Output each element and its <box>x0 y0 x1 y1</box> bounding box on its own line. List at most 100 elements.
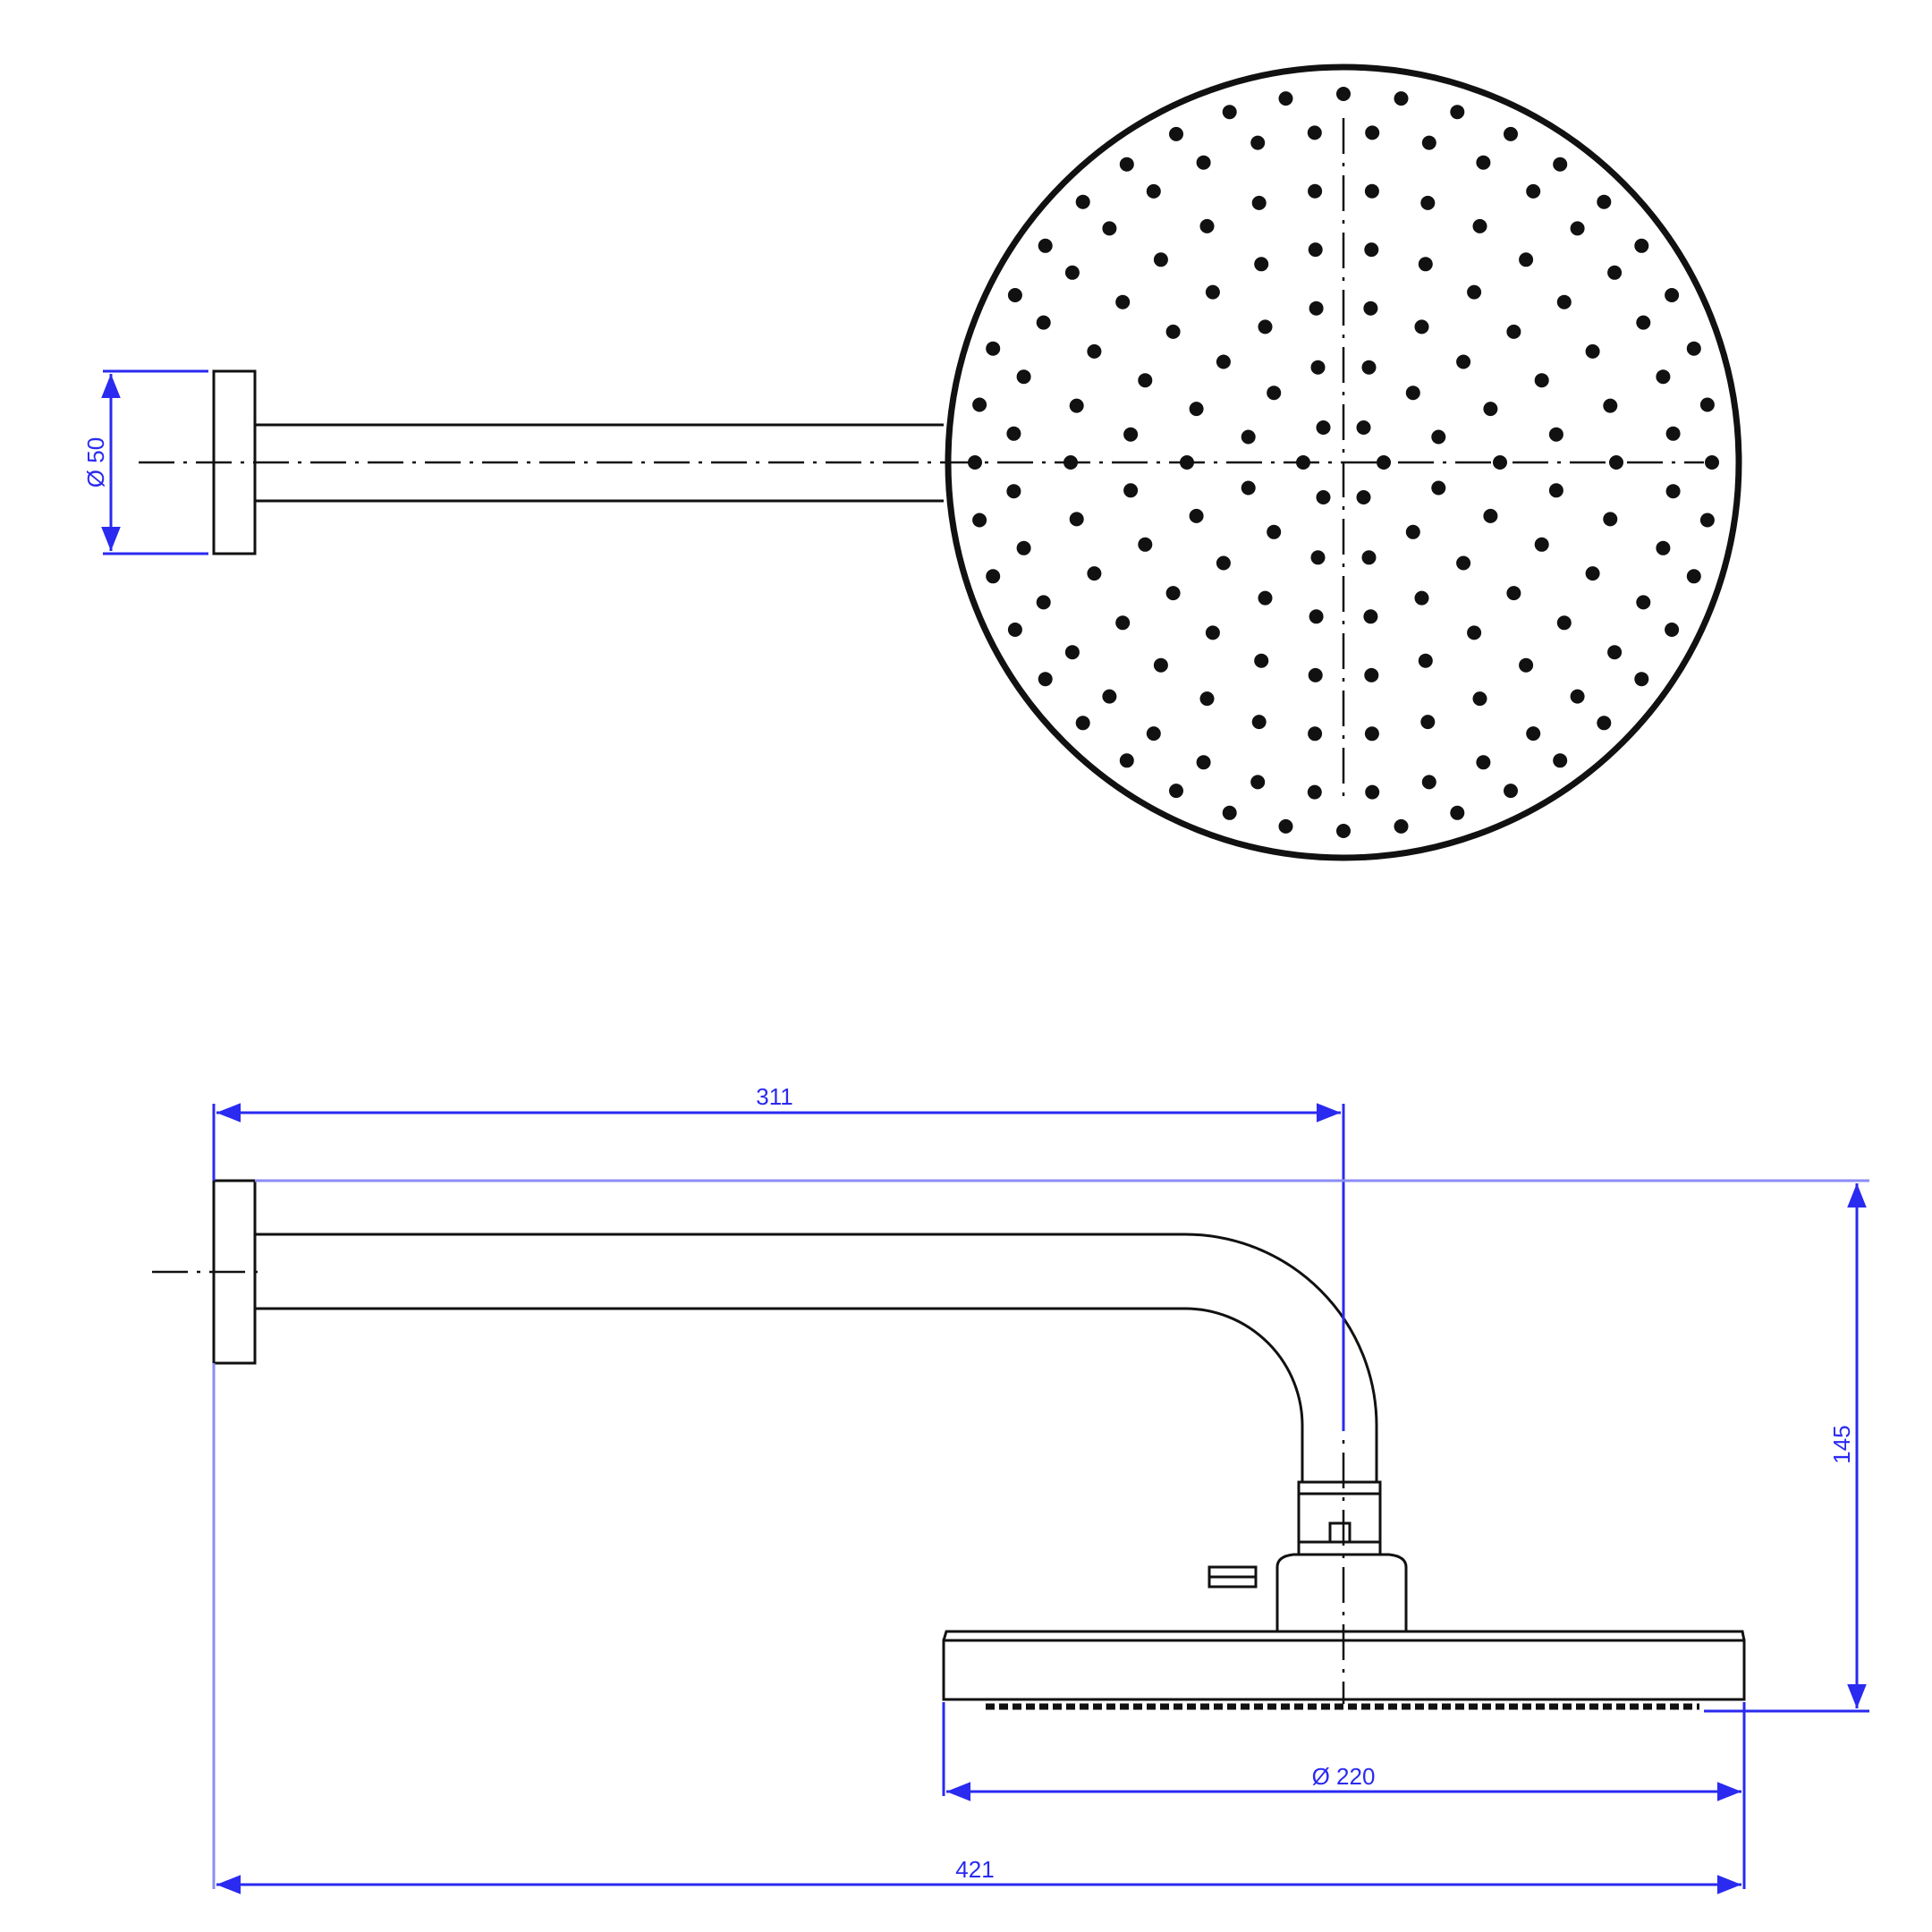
nozzle-dot <box>1038 238 1053 253</box>
nozzle-dot <box>1570 221 1585 236</box>
side-view: 311 145 Ø 220 421 <box>152 1083 1869 1894</box>
nozzle-dot <box>1431 480 1446 496</box>
nozzle-dot <box>1069 512 1084 527</box>
nozzle-dot <box>1153 657 1168 673</box>
nozzle-dot <box>1241 480 1256 496</box>
nozzle-dot <box>1310 550 1326 565</box>
nozzle-dot <box>1307 125 1322 140</box>
nozzle-dot <box>1308 242 1323 258</box>
nozzle-dot <box>1548 483 1563 498</box>
nozzle-dot <box>1153 252 1168 267</box>
nozzle-dot <box>1216 555 1231 571</box>
nozzle-dot <box>986 569 1001 584</box>
nozzle-dot <box>1307 784 1322 800</box>
nozzle-dot <box>1196 155 1211 170</box>
nozzle-dot <box>1394 818 1409 834</box>
nozzle-dot <box>1570 689 1585 704</box>
nozzle-dot <box>1102 221 1117 236</box>
nozzle-dot <box>1377 455 1391 470</box>
nozzle-dot <box>1506 324 1521 339</box>
nozzle-dot <box>1075 194 1090 209</box>
nozzle-dot <box>1456 555 1471 571</box>
nozzle-dot <box>1665 623 1680 637</box>
nozzle-dot <box>1634 238 1649 253</box>
nozzle-dot <box>1472 218 1487 233</box>
nozzle-dot <box>1519 252 1534 267</box>
nozzle-dot <box>972 513 987 528</box>
nozzle-dot <box>1665 288 1680 302</box>
nozzle-dot <box>1420 195 1436 210</box>
nozzle-dot <box>1418 653 1433 668</box>
nozzle-dot <box>1165 586 1181 601</box>
nozzle-dot <box>1548 427 1563 442</box>
nozzle-dot <box>1607 645 1623 660</box>
nozzle-dot <box>1597 194 1612 209</box>
nozzle-dot <box>1115 615 1131 631</box>
shower-arm-side <box>255 1233 1378 1482</box>
nozzle-dot <box>986 341 1001 356</box>
nozzle-dot <box>1405 524 1420 539</box>
nozzle-dot <box>1607 265 1623 280</box>
nozzle-dot <box>1450 105 1465 120</box>
nozzle-dot <box>1216 354 1231 369</box>
height-dimension: 145 <box>255 1179 1869 1713</box>
nozzle-dot <box>1102 689 1117 704</box>
nozzle-dot <box>1316 420 1331 435</box>
nozzle-dot <box>1553 753 1568 768</box>
nozzle-dot <box>1006 484 1021 499</box>
nozzle-dot <box>1519 657 1534 673</box>
flange-diameter-label: Ø 50 <box>82 437 109 487</box>
nozzle-dot <box>1504 784 1518 799</box>
nozzle-dot <box>1476 155 1491 170</box>
nozzle-dot <box>1336 87 1351 101</box>
nozzle-dot <box>1603 398 1618 413</box>
nozzle-dot <box>1467 625 1482 640</box>
nozzle-dot <box>1146 183 1161 199</box>
arm-reach-dimension: 311 <box>212 1083 1345 1431</box>
nozzle-dot <box>1241 429 1256 445</box>
height-label: 145 <box>1828 1425 1855 1463</box>
nozzle-dot <box>1394 91 1409 106</box>
nozzle-dot <box>1361 550 1377 565</box>
nozzle-dot <box>1421 775 1436 790</box>
head-diameter-label: Ø 220 <box>1312 1763 1376 1790</box>
nozzle-dot <box>1075 716 1090 731</box>
nozzle-dot <box>1405 386 1420 401</box>
nozzle-dot <box>1251 195 1267 210</box>
nozzle-dot <box>1199 218 1215 233</box>
nozzle-dot <box>1251 715 1267 730</box>
nozzle-dot <box>1665 426 1681 441</box>
nozzle-dot <box>1656 369 1671 385</box>
head-neck <box>1275 1553 1408 1631</box>
nozzle-dot <box>1007 623 1022 637</box>
flange-dimension: Ø 50 <box>82 369 208 555</box>
nozzle-dot <box>1356 490 1371 504</box>
nozzle-dot <box>1254 257 1269 272</box>
nozzle-dot <box>1526 726 1541 741</box>
nozzle-dot <box>1016 540 1031 555</box>
nozzle-dot <box>1115 294 1131 309</box>
nozzle-dot <box>1123 483 1139 498</box>
nozzle-dot <box>1534 537 1549 552</box>
overall-length-dimension: 421 <box>212 1363 1741 1894</box>
nozzle-dot <box>1414 319 1429 335</box>
ball-joint <box>1297 1480 1382 1556</box>
nozzle-dot <box>1038 672 1053 687</box>
nozzle-dot <box>1309 301 1324 316</box>
nozzle-dot <box>1365 784 1380 800</box>
nozzle-dot <box>1361 360 1377 375</box>
top-view: Ø 50 <box>82 64 1742 861</box>
nozzle-dot <box>1699 397 1715 412</box>
nozzle-dot <box>1553 157 1568 172</box>
nozzle-dot <box>1267 524 1282 539</box>
nozzle-dot <box>1222 105 1237 120</box>
nozzle-dot <box>1636 595 1651 610</box>
nozzle-dot <box>1414 590 1429 606</box>
nozzle-dot <box>1556 294 1572 309</box>
nozzle-dot <box>972 397 987 412</box>
nozzle-dot <box>1138 373 1153 388</box>
nozzle-dot <box>1363 301 1378 316</box>
nozzle-dot <box>1483 508 1498 523</box>
nozzle-dot <box>1450 805 1465 820</box>
